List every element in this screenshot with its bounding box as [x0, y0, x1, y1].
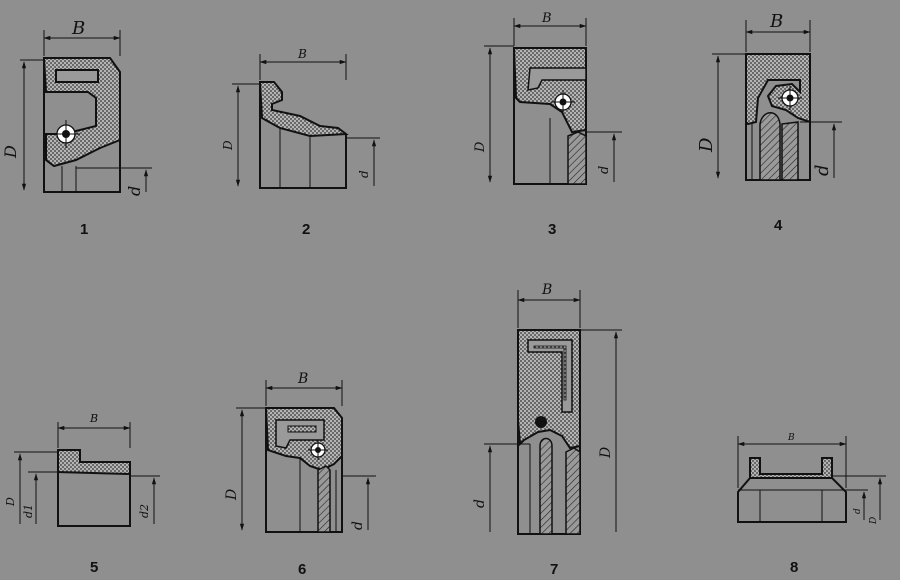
figure-8-number: 8: [790, 559, 798, 576]
fig2-label-d: d: [357, 170, 371, 178]
figure-7: B D d 7: [472, 282, 622, 578]
fig5-label-d2: d2: [138, 504, 151, 518]
figure-5-number: 5: [90, 559, 98, 576]
fig3-label-d: d: [597, 166, 612, 174]
fig1-label-D: D: [1, 145, 20, 159]
figure-6: B D d 6: [224, 371, 376, 578]
figure-1: B D d 1: [1, 18, 152, 238]
figure-4-number: 4: [774, 217, 783, 234]
fig2-label-B: B: [297, 47, 307, 61]
fig4-label-B: B: [769, 11, 783, 32]
figure-7-number: 7: [550, 561, 558, 578]
fig3-label-D: D: [473, 141, 488, 153]
fig1-label-d: d: [125, 186, 144, 196]
fig3-label-B: B: [541, 11, 552, 26]
figure-2-number: 2: [302, 221, 310, 238]
figure-4: B D d 4: [696, 11, 842, 234]
fig6-label-d: d: [350, 521, 366, 530]
fig4-label-d: d: [812, 164, 833, 176]
fig8-label-d: d: [853, 508, 863, 514]
fig7-label-D: D: [598, 447, 614, 459]
figure-6-number: 6: [298, 561, 306, 578]
figure-5: B D d1 d2 5: [4, 412, 160, 576]
figure-1-number: 1: [80, 221, 88, 238]
figure-2: B D d 2: [221, 47, 380, 238]
fig5-label-d1: d1: [22, 504, 35, 518]
fig5-label-D: D: [4, 497, 17, 507]
fig6-label-D: D: [224, 489, 240, 501]
figure-3: B D d 3: [473, 11, 622, 238]
fig5-label-B: B: [89, 412, 98, 425]
figure-3-number: 3: [548, 221, 556, 238]
fig6-label-B: B: [297, 371, 308, 387]
fig2-label-D: D: [221, 140, 235, 151]
fig8-label-B: B: [787, 433, 795, 443]
fig4-label-D: D: [696, 137, 717, 153]
fig7-label-B: B: [541, 282, 552, 298]
fig1-label-B: B: [71, 18, 85, 39]
figure-8: B d D 8: [737, 433, 886, 576]
fig7-label-d: d: [472, 499, 488, 508]
fig8-label-D: D: [869, 517, 879, 525]
